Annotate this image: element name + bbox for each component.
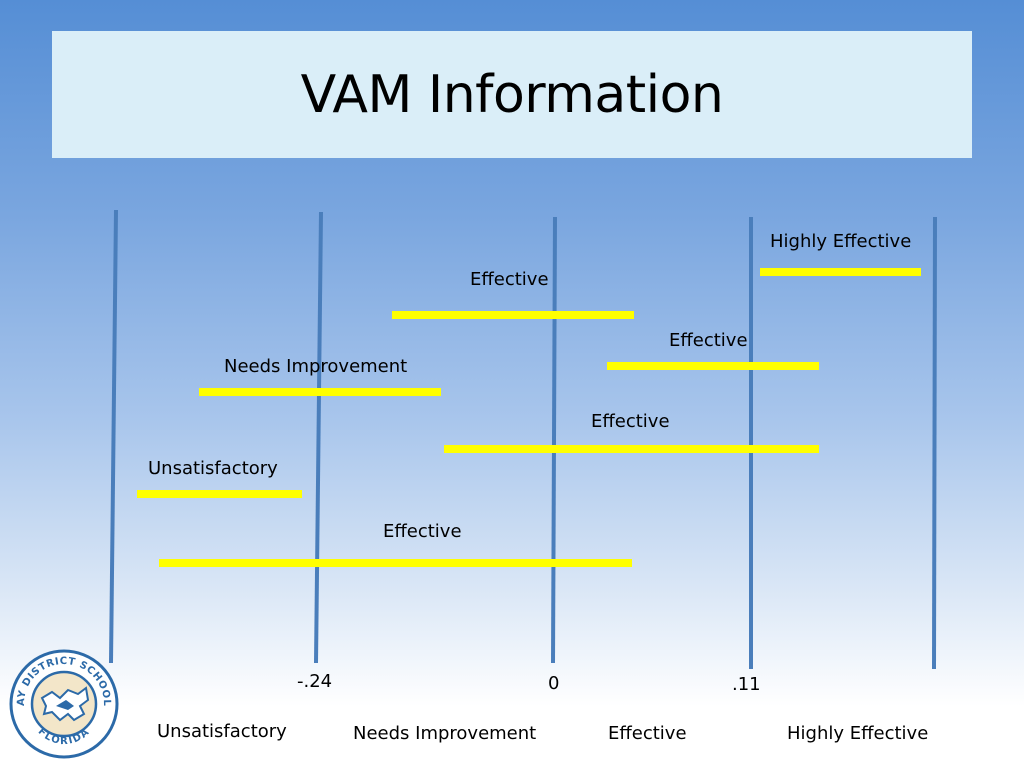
tick-label: .11 [732,674,761,695]
divider-line-3 [551,216,557,664]
bar-label: Unsatisfactory [148,458,278,479]
page-title: VAM Information [300,64,724,125]
zone-label: Needs Improvement [353,723,537,744]
divider-line-1 [109,209,118,664]
bar-label: Effective [470,269,549,290]
bar-label: Needs Improvement [224,356,408,377]
zone-label: Effective [608,723,687,744]
bay-district-schools-logo: BAY DISTRICT SCHOOLS FLORIDA [8,648,119,759]
tick-label: -.24 [297,671,333,692]
bar-label: Effective [669,330,748,351]
title-banner: VAM Information [52,31,972,158]
bar-label: Effective [591,411,670,432]
bar-label: Highly Effective [770,231,912,252]
divider-line-2 [314,211,323,664]
zone-label: Highly Effective [787,723,929,744]
zone-label: Unsatisfactory [157,721,287,742]
bar-label: Effective [383,521,462,542]
tick-label: 0 [548,673,560,694]
divider-line-5 [932,216,937,670]
